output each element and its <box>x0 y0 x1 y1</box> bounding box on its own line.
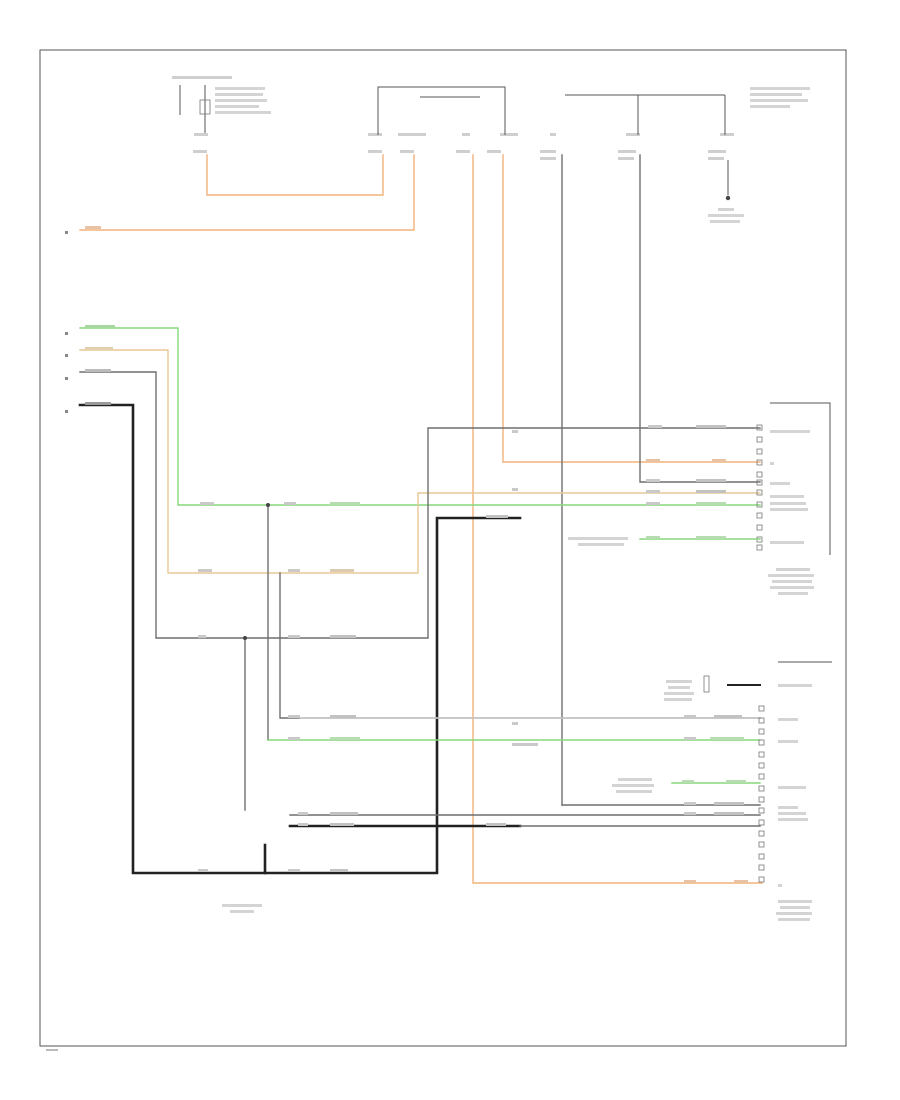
green-wire-left-pin-2 <box>79 327 761 506</box>
diagram-frame <box>39 49 847 1047</box>
connector-label <box>462 133 470 136</box>
top-connector-row <box>193 133 734 160</box>
wire-color-label <box>85 369 111 372</box>
splice-point <box>266 503 270 507</box>
black-wire-left-pin-5 <box>78 403 522 875</box>
lower-module-labels <box>664 680 812 887</box>
module-pins <box>756 424 763 551</box>
ground-labels <box>708 208 744 223</box>
connector-label <box>626 133 640 136</box>
module-name-labels <box>768 568 814 595</box>
fuse-panel-top-left <box>172 76 271 135</box>
gray-wire-yellow-tap <box>279 572 761 719</box>
orange-wire-fuse-loop <box>206 154 384 196</box>
top-splice-bus <box>377 86 506 135</box>
wire-color-label <box>540 157 556 160</box>
wire-color-label <box>193 150 207 153</box>
splice-point <box>243 636 247 640</box>
lower-right-module <box>612 661 832 921</box>
lower-stub-labels <box>612 778 746 793</box>
connector-label <box>720 133 734 136</box>
module-pin-labels <box>770 430 810 544</box>
lower-module-name-labels <box>776 900 812 921</box>
stub-labels <box>568 536 726 546</box>
connector-label <box>194 133 208 136</box>
ground-point <box>725 195 731 201</box>
upper-right-module <box>568 402 831 595</box>
gray-wire-upper-module <box>639 154 761 483</box>
top-right-module-labels <box>750 87 810 108</box>
wire-color-label <box>85 226 101 229</box>
lower-module-wire-labels <box>684 715 748 883</box>
wire-color-label <box>708 157 724 160</box>
fuse-panel-labels <box>172 76 271 114</box>
sensor-element <box>703 675 710 693</box>
wire-color-label <box>540 150 556 153</box>
wire-color-label <box>400 150 414 153</box>
wire-color-label <box>85 402 111 405</box>
wire-color-label <box>456 150 470 153</box>
connector-label <box>398 133 426 136</box>
wire-color-label <box>368 150 382 153</box>
yellow-wire-left-pin-3 <box>79 349 761 574</box>
wire-color-label <box>85 347 113 350</box>
connector-label <box>500 133 518 136</box>
orange-wire-upper-module <box>502 154 761 463</box>
left-connector-pins <box>65 231 68 413</box>
orange-wire-left-pin-1 <box>79 154 415 231</box>
splice-block-label <box>222 904 262 913</box>
wire-color-label <box>487 150 501 153</box>
wire-color-label <box>618 157 634 160</box>
wire-color-label <box>85 325 115 328</box>
lower-module-pins <box>758 705 765 883</box>
module-wire-labels <box>646 425 726 505</box>
fuse-element <box>199 99 211 115</box>
connector-label <box>368 133 382 136</box>
wire-color-label <box>618 150 636 153</box>
orange-wire-main-run <box>472 154 763 884</box>
inline-wire-labels <box>198 430 538 872</box>
wire-color-label <box>708 150 726 153</box>
connector-label <box>550 133 556 136</box>
module-bracket <box>770 402 831 555</box>
